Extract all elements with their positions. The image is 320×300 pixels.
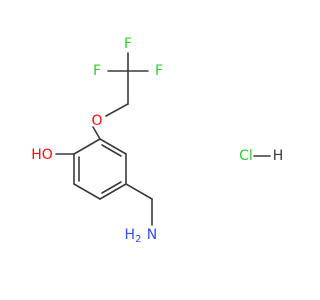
chlorine-atom: Cl xyxy=(239,148,253,164)
hydroxyl-group: HO xyxy=(31,147,53,163)
chemical-structure: F F F O HO N H2 Cl H xyxy=(31,36,284,245)
bond-lines xyxy=(55,52,271,226)
hydrochloride-hydrogen-atom: H xyxy=(273,148,284,164)
ether-oxygen-atom: O xyxy=(91,113,102,129)
fluorine-atom-left: F xyxy=(93,63,101,79)
amine-nitrogen-atom: N xyxy=(147,227,157,243)
fluorine-atom-right: F xyxy=(155,63,163,79)
fluorine-atom-top: F xyxy=(124,36,132,52)
amine-hydrogen-label: H2 xyxy=(125,227,142,245)
